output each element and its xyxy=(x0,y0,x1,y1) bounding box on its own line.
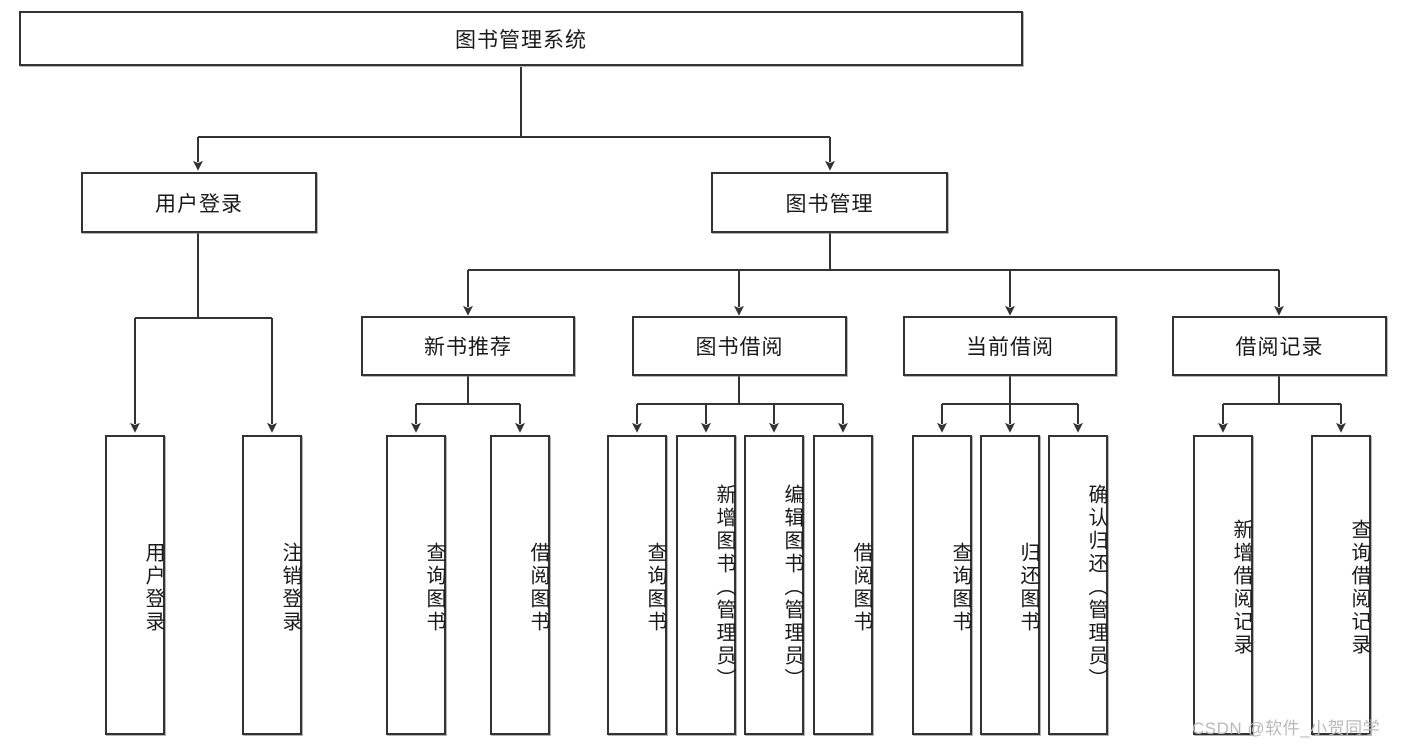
node-leaf-borrow-book-2[interactable]: 借阅图书 xyxy=(813,435,873,735)
node-root[interactable]: 图书管理系统 xyxy=(19,11,1023,66)
node-leaf-borrow-book-1[interactable]: 借阅图书 xyxy=(490,435,550,735)
node-leaf-confirm-return[interactable]: 确认归还（管理员） xyxy=(1048,435,1108,735)
node-leaf-return-book[interactable]: 归还图书 xyxy=(980,435,1040,735)
node-leaf-confirm-return-label: 确认归还（管理员） xyxy=(1085,483,1107,691)
node-leaf-add-record[interactable]: 新增借阅记录 xyxy=(1193,435,1253,735)
node-leaf-return-book-label: 归还图书 xyxy=(1017,542,1039,634)
node-leaf-edit-book-label: 编辑图书（管理员） xyxy=(781,483,803,691)
node-leaf-add-record-label: 新增借阅记录 xyxy=(1230,519,1252,657)
node-leaf-query-book-2[interactable]: 查询图书 xyxy=(607,435,667,735)
node-leaf-user-logout[interactable]: 注销登录 xyxy=(242,435,302,735)
node-leaf-query-book-3-label: 查询图书 xyxy=(949,542,971,634)
node-book-borrow[interactable]: 图书借阅 xyxy=(632,316,847,376)
node-book-management-label: 图书管理 xyxy=(785,192,874,216)
node-new-book-recommend-label: 新书推荐 xyxy=(424,336,512,359)
node-leaf-add-book[interactable]: 新增图书（管理员） xyxy=(676,435,736,735)
node-leaf-borrow-book-2-label: 借阅图书 xyxy=(850,542,872,634)
node-leaf-query-book-2-label: 查询图书 xyxy=(644,542,666,634)
node-leaf-query-record[interactable]: 查询借阅记录 xyxy=(1311,435,1371,735)
node-root-label: 图书管理系统 xyxy=(455,28,587,52)
node-leaf-query-book-1-label: 查询图书 xyxy=(423,542,445,634)
node-current-borrow[interactable]: 当前借阅 xyxy=(903,316,1117,376)
node-new-book-recommend[interactable]: 新书推荐 xyxy=(361,316,575,376)
watermark-text: CSDN @软件_小贺同学 xyxy=(1192,719,1381,738)
node-leaf-query-book-1[interactable]: 查询图书 xyxy=(386,435,446,735)
node-current-borrow-label: 当前借阅 xyxy=(966,336,1054,359)
node-user-login-label: 用户登录 xyxy=(155,192,243,216)
node-leaf-user-logout-label: 注销登录 xyxy=(279,542,301,634)
node-borrow-record-label: 借阅记录 xyxy=(1235,336,1324,359)
node-leaf-edit-book[interactable]: 编辑图书（管理员） xyxy=(744,435,804,735)
node-leaf-user-login[interactable]: 用户登录 xyxy=(105,435,165,735)
node-leaf-borrow-book-1-label: 借阅图书 xyxy=(527,542,549,634)
node-book-borrow-label: 图书借阅 xyxy=(695,336,784,359)
node-borrow-record[interactable]: 借阅记录 xyxy=(1172,316,1387,376)
node-leaf-query-record-label: 查询借阅记录 xyxy=(1348,519,1370,657)
node-leaf-user-login-label: 用户登录 xyxy=(142,542,164,634)
node-book-management[interactable]: 图书管理 xyxy=(711,172,948,233)
node-leaf-add-book-label: 新增图书（管理员） xyxy=(713,483,735,691)
node-user-login[interactable]: 用户登录 xyxy=(81,172,317,233)
node-leaf-query-book-3[interactable]: 查询图书 xyxy=(912,435,972,735)
